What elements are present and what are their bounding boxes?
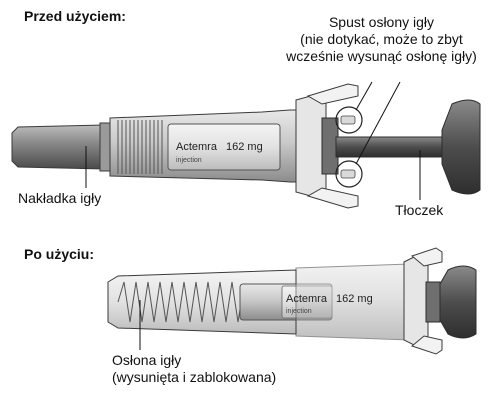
rear-collar-after — [426, 282, 440, 322]
syringe-dose-after: 162 mg — [336, 293, 373, 305]
plunger-head — [442, 100, 480, 194]
trigger-label-line-1: Spust osłony igły — [270, 14, 493, 31]
plunger-label: Tłoczek — [395, 202, 443, 219]
syringe-sub-before: injection — [176, 157, 202, 164]
needle-cap — [12, 125, 104, 169]
syringe-after-use: Actemra 162 mg injection — [108, 248, 476, 354]
heading-before-use: Przed użyciem: — [24, 8, 126, 24]
syringe-dose-before: 162 mg — [226, 141, 263, 153]
plunger-head-after — [440, 266, 476, 338]
trigger-label-line-3: wcześnie wysunąć osłonę igły) — [270, 48, 493, 65]
plunger-rod — [336, 137, 444, 157]
trigger-label-line-2: (nie dotykać, może to zbyt — [270, 31, 493, 48]
guard-label: Osłona igły (wysunięta i zablokowana) — [112, 352, 276, 386]
trigger-label: Spust osłony igły (nie dotykać, może to … — [270, 14, 493, 65]
syringe-sub-after: injection — [286, 308, 312, 315]
syringe-brand-before: Actemra — [176, 141, 218, 153]
needle-cap-ring — [100, 123, 110, 171]
trigger-clip-bottom — [341, 170, 355, 178]
syringe-brand-after: Actemra — [286, 293, 328, 305]
heading-after-use: Po użyciu: — [24, 246, 94, 262]
trigger-clip-top — [341, 116, 355, 124]
guard-label-line-2: (wysunięta i zablokowana) — [112, 369, 276, 386]
guard-label-line-1: Osłona igły — [112, 352, 276, 369]
finger-flange-after — [404, 254, 428, 348]
needle-cap-label: Nakładka igły — [18, 190, 101, 207]
